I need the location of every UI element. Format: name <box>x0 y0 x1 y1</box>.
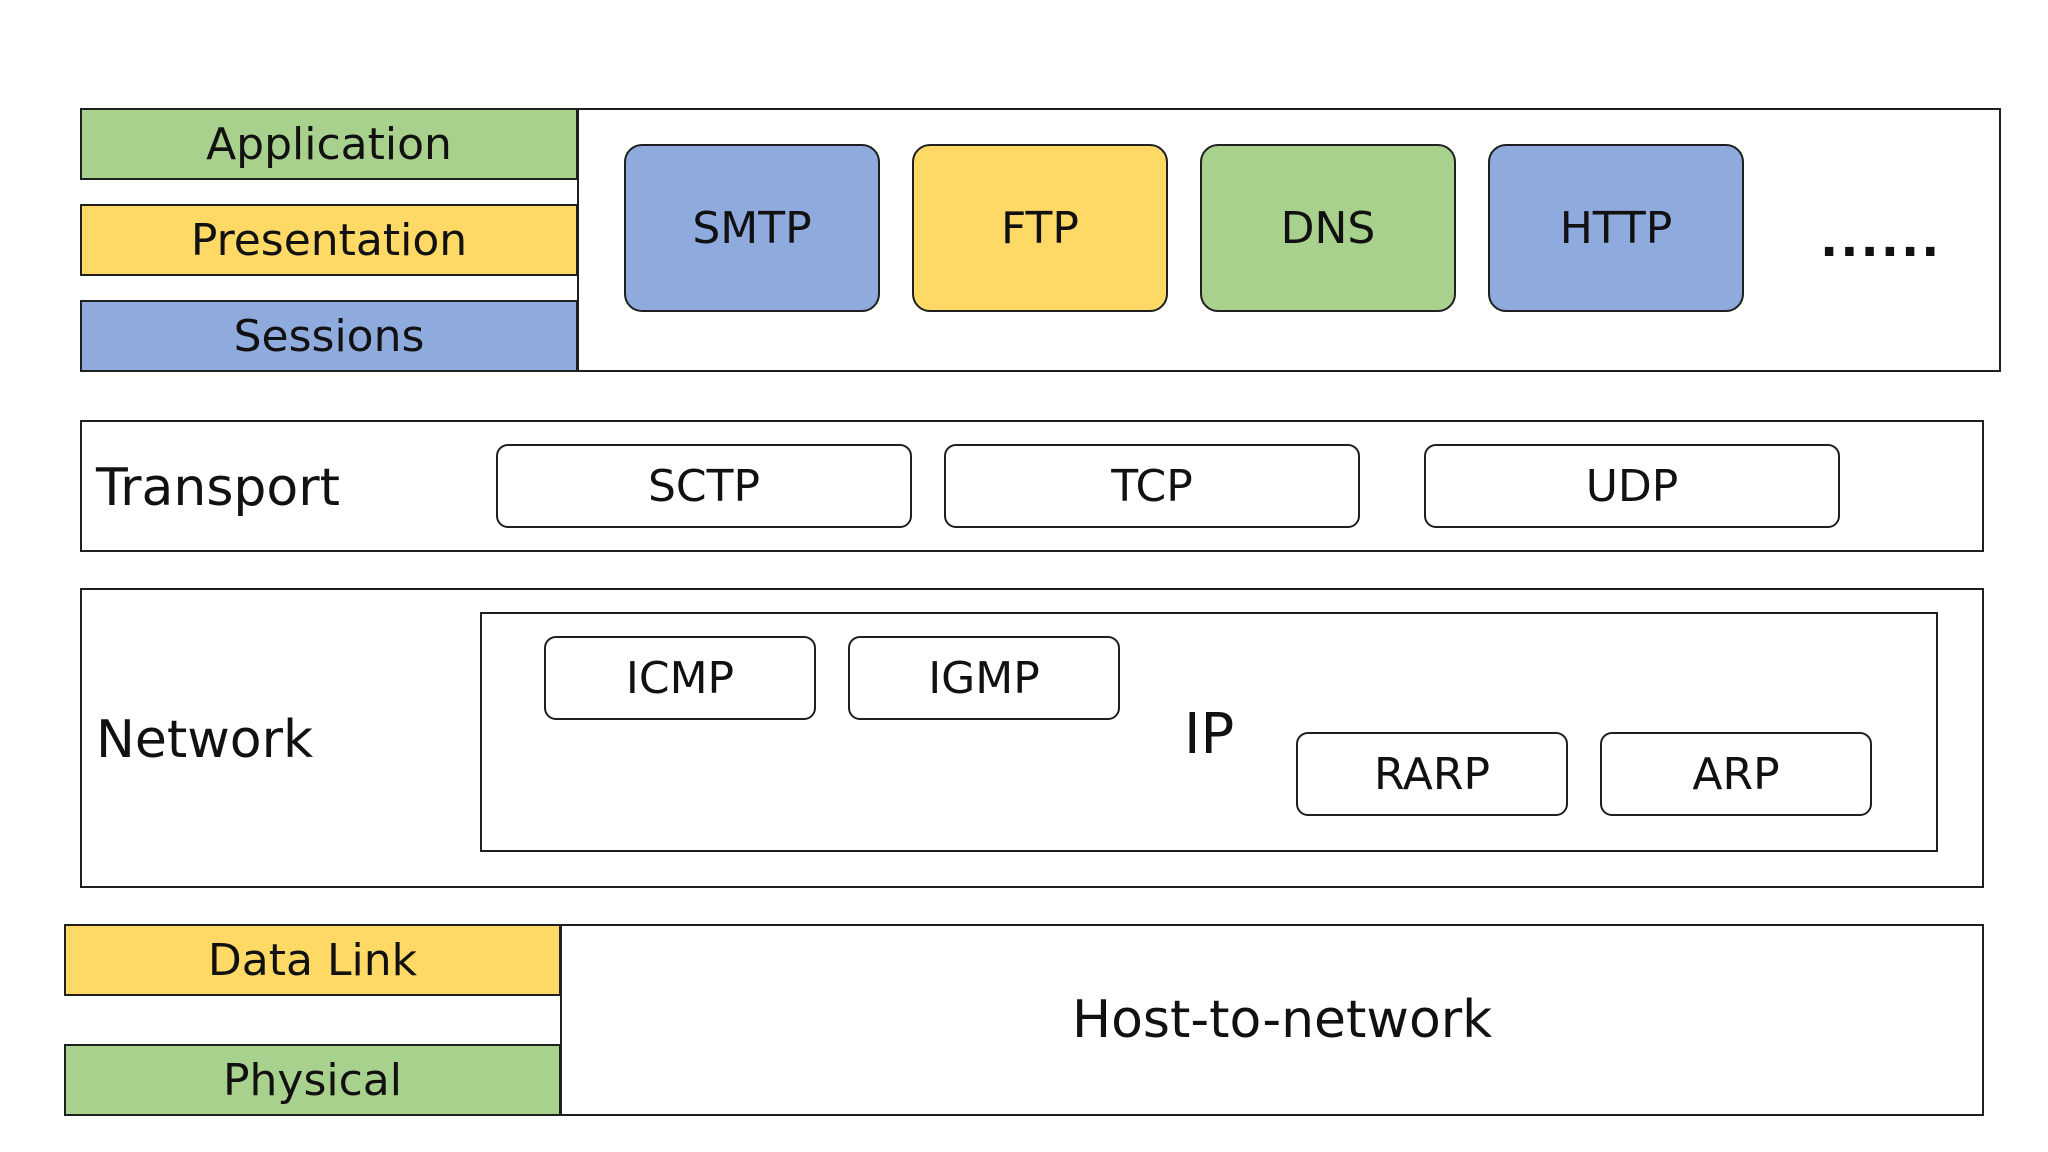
dns-label: DNS <box>1280 202 1376 254</box>
dns-protocol: DNS <box>1200 144 1456 312</box>
sctp-protocol: SCTP <box>496 444 912 528</box>
presentation-layer: Presentation <box>80 204 578 276</box>
physical-layer-label: Physical <box>223 1054 402 1106</box>
udp-protocol: UDP <box>1424 444 1840 528</box>
application-layer: Application <box>80 108 578 180</box>
igmp-protocol: IGMP <box>848 636 1120 720</box>
ftp-protocol: FTP <box>912 144 1168 312</box>
rarp-protocol: RARP <box>1296 732 1568 816</box>
network-layer-label: Network <box>96 710 314 770</box>
sessions-layer-label: Sessions <box>233 310 425 362</box>
application-layer-label: Application <box>206 118 452 170</box>
udp-label: UDP <box>1585 460 1679 512</box>
data-link-layer: Data Link <box>64 924 561 996</box>
tcp-label: TCP <box>1111 460 1193 512</box>
arp-label: ARP <box>1692 748 1780 800</box>
sctp-label: SCTP <box>647 460 761 512</box>
smtp-label: SMTP <box>692 202 812 254</box>
http-protocol: HTTP <box>1488 144 1744 312</box>
more-protocols-ellipsis: ...... <box>1820 212 1942 268</box>
sessions-layer: Sessions <box>80 300 578 372</box>
presentation-layer-label: Presentation <box>190 214 468 266</box>
transport-layer-label: Transport <box>96 458 341 518</box>
ip-label: IP <box>1184 702 1235 767</box>
tcp-protocol: TCP <box>944 444 1360 528</box>
data-link-layer-label: Data Link <box>207 934 418 986</box>
http-label: HTTP <box>1559 202 1673 254</box>
smtp-protocol: SMTP <box>624 144 880 312</box>
icmp-label: ICMP <box>625 652 735 704</box>
host-to-network-label: Host-to-network <box>1072 990 1493 1050</box>
arp-protocol: ARP <box>1600 732 1872 816</box>
ftp-label: FTP <box>1001 202 1079 254</box>
igmp-label: IGMP <box>928 652 1040 704</box>
rarp-label: RARP <box>1374 748 1490 800</box>
icmp-protocol: ICMP <box>544 636 816 720</box>
physical-layer: Physical <box>64 1044 561 1116</box>
host-to-network-frame <box>560 924 1984 1116</box>
